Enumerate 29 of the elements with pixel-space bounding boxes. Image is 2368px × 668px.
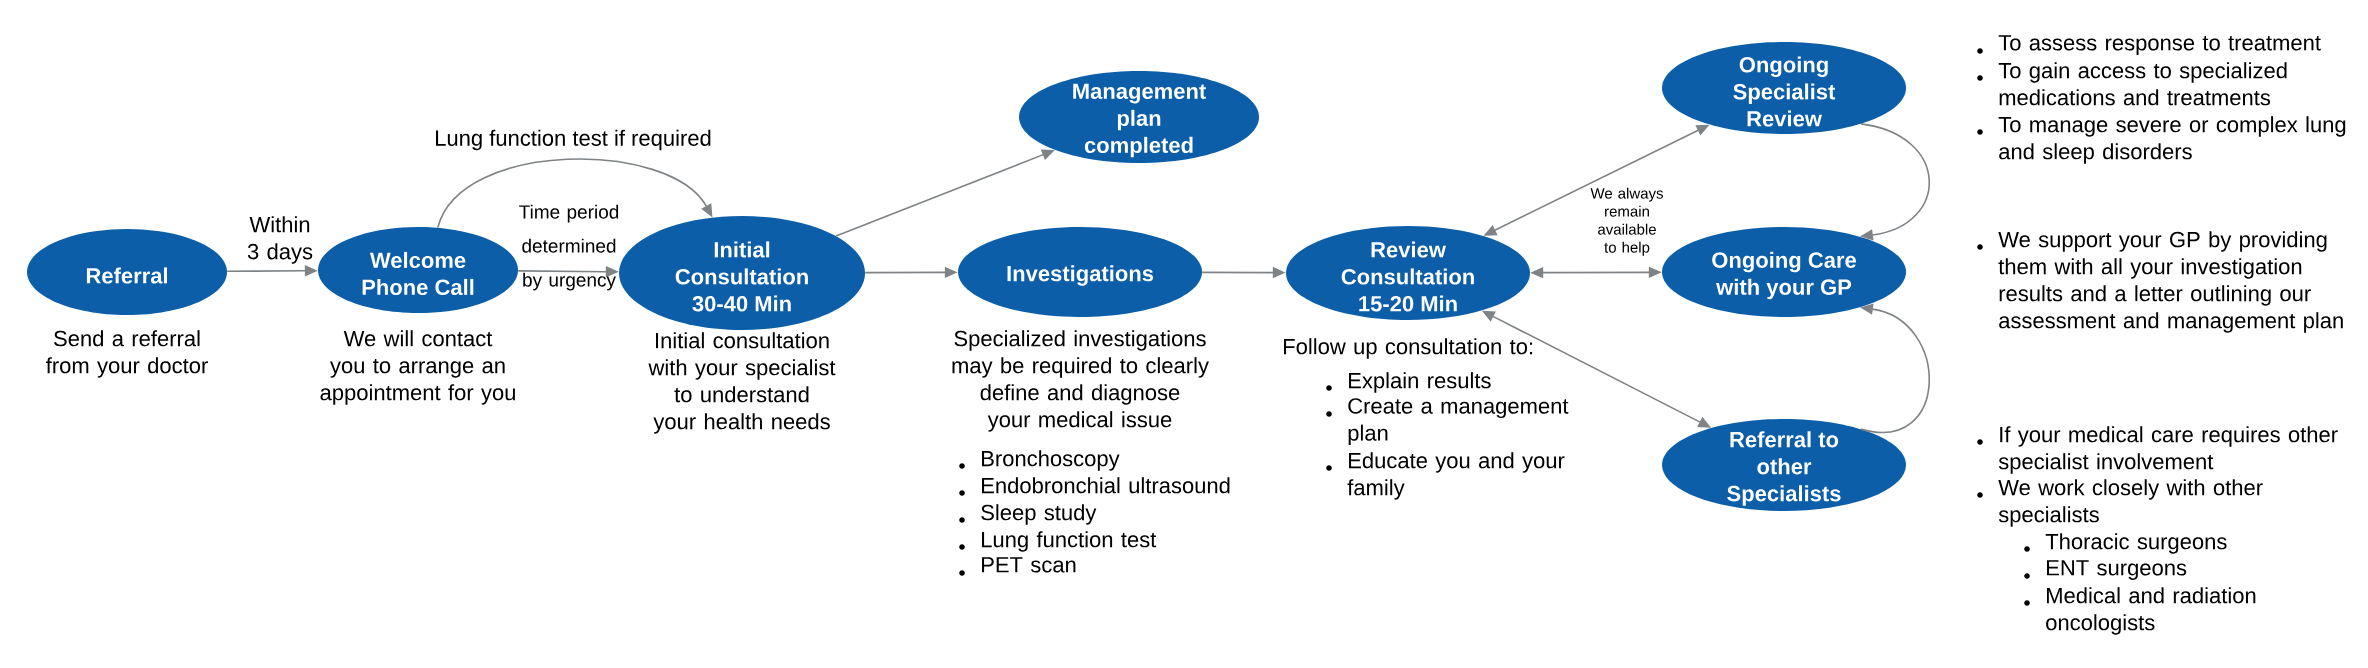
bullet-item: Create a management plan <box>1326 398 1569 446</box>
arrow <box>1860 123 1930 241</box>
description-text: Specialized investigations may be required to clearly define and diagnose your medical issue <box>952 330 1209 432</box>
arrow <box>436 158 713 229</box>
description-text: Follow up consultation to: <box>1284 338 1533 359</box>
bullet-item: Educate you and your family <box>1326 452 1565 500</box>
edge-label: We always remain available to help <box>1590 187 1663 256</box>
bullet-item: ENT surgeons <box>2024 560 2187 580</box>
description-text: We will contact you to arrange an appointment for you <box>320 330 515 405</box>
arrow <box>1860 303 1930 434</box>
edge-label: Time period determined by urgency <box>519 204 619 291</box>
bullet-item: PET scan <box>959 557 1076 576</box>
bullet-item: Medical and radiation oncologists <box>2024 587 2256 635</box>
bullet-item: Sleep study <box>959 504 1097 525</box>
bullet-item: We support your GP by providing them with all your investigation results and a letter outlining our assessment and management plan <box>1977 231 2343 333</box>
bullet-item: To manage severe or complex lung and sleep disorders <box>1977 116 2346 164</box>
edge-label: Lung function test if required <box>436 129 711 151</box>
bullet-item: Explain results <box>1326 372 1491 393</box>
bullet-item: We work closely with other specialists <box>1977 479 2263 527</box>
bullet-item: If your medical care requires other specialist involvement <box>1977 426 2338 474</box>
bullet-item: To assess response to treatment <box>1977 35 2321 55</box>
description-text: Initial consultation with your specialist to understand your health needs <box>648 332 836 434</box>
bullet-item: Thoracic surgeons <box>2024 533 2227 554</box>
description-text: Send a referral from your doctor <box>46 330 208 378</box>
bullet-item: Endobronchial ultrasound <box>959 477 1230 496</box>
edge-label: Within 3 days <box>247 216 313 264</box>
bullet-item: Bronchoscopy <box>959 450 1120 471</box>
bullet-item: To gain access to specialized medications and treatments <box>1977 62 2287 106</box>
bullet-item: Lung function test <box>959 531 1157 552</box>
